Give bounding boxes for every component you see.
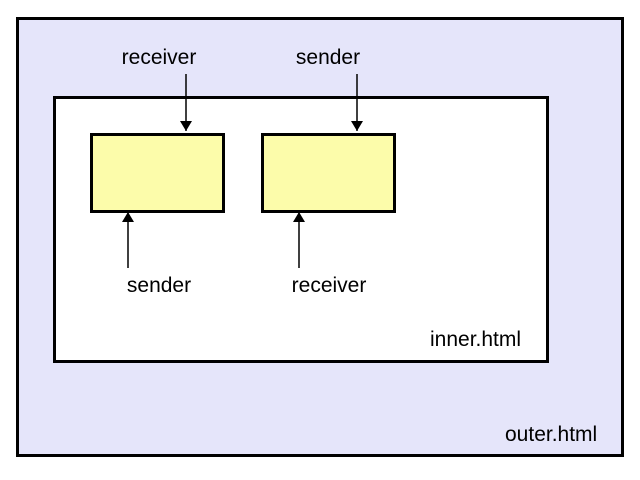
- right-iframe-box: [261, 133, 396, 213]
- label-sender-top: sender: [295, 46, 361, 69]
- label-sender-bottom: sender: [126, 274, 192, 297]
- label-receiver-top: receiver: [121, 46, 197, 69]
- outer-frame-label: outer.html: [505, 423, 598, 446]
- left-iframe-box: [90, 133, 225, 213]
- label-receiver-bottom: receiver: [291, 274, 367, 297]
- inner-frame-label: inner.html: [430, 328, 522, 351]
